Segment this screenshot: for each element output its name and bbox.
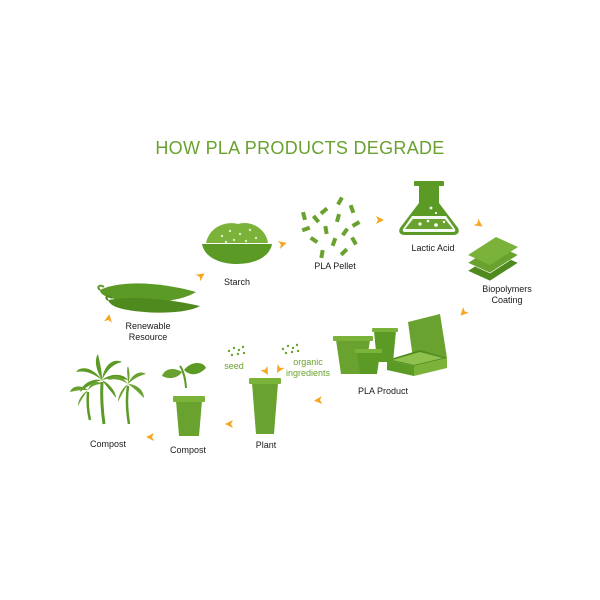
label-lactic-acid: Lactic Acid bbox=[411, 243, 455, 253]
arrow-sheets-to-product bbox=[457, 307, 469, 319]
label-compost-left: Compost bbox=[89, 439, 126, 449]
starch-bowl-icon bbox=[202, 222, 272, 264]
cups-and-box-icon bbox=[333, 314, 447, 376]
arrow-product-to-plant bbox=[313, 396, 323, 405]
arrow-pepper-to-starch bbox=[195, 270, 207, 282]
arrow-compost-to-compost bbox=[146, 433, 154, 441]
label-compost-middle: Compost bbox=[169, 445, 206, 455]
arrow-plant-to-compost bbox=[225, 420, 233, 428]
palm-trees-icon bbox=[70, 354, 146, 428]
label-plant: Plant bbox=[255, 440, 277, 450]
label-renewable-resource: Renewable Resource bbox=[116, 321, 180, 343]
pepper-icon bbox=[97, 283, 200, 313]
page-title: HOW PLA PRODUCTS DEGRADE bbox=[155, 138, 445, 158]
sprout-in-cup-icon bbox=[162, 363, 206, 436]
label-renewable-line1: Renewable bbox=[125, 321, 171, 331]
label-biopolymers-line1: Biopolymers bbox=[482, 284, 532, 294]
label-renewable-line2: Resource bbox=[128, 332, 168, 342]
seeds-icon bbox=[227, 343, 300, 357]
label-pla-pellet: PLA Pellet bbox=[314, 261, 356, 271]
arrow-seed-to-plant bbox=[260, 366, 272, 377]
flask-icon bbox=[399, 181, 459, 235]
arrow-lactic-to-sheets bbox=[473, 218, 485, 230]
pellets-icon bbox=[301, 196, 361, 259]
label-pla-product: PLA Product bbox=[357, 386, 409, 396]
arrow-starch-to-pellet bbox=[277, 239, 288, 249]
tall-cup-icon bbox=[249, 378, 281, 434]
label-organic-line1: organic bbox=[293, 357, 323, 367]
arrow-renewable-to-pepper bbox=[104, 313, 114, 323]
sheets-icon bbox=[467, 237, 519, 282]
label-organic-line2: ingredients bbox=[285, 368, 331, 378]
label-organic-ingredients: organic ingredients bbox=[280, 357, 336, 379]
label-biopolymers-line2: Coating bbox=[491, 295, 523, 305]
label-biopolymers-coating: Biopolymers Coating bbox=[474, 284, 540, 306]
arrow-pellet-to-lactic bbox=[376, 216, 384, 224]
label-starch: Starch bbox=[223, 277, 250, 287]
label-seed: seed bbox=[224, 361, 244, 371]
